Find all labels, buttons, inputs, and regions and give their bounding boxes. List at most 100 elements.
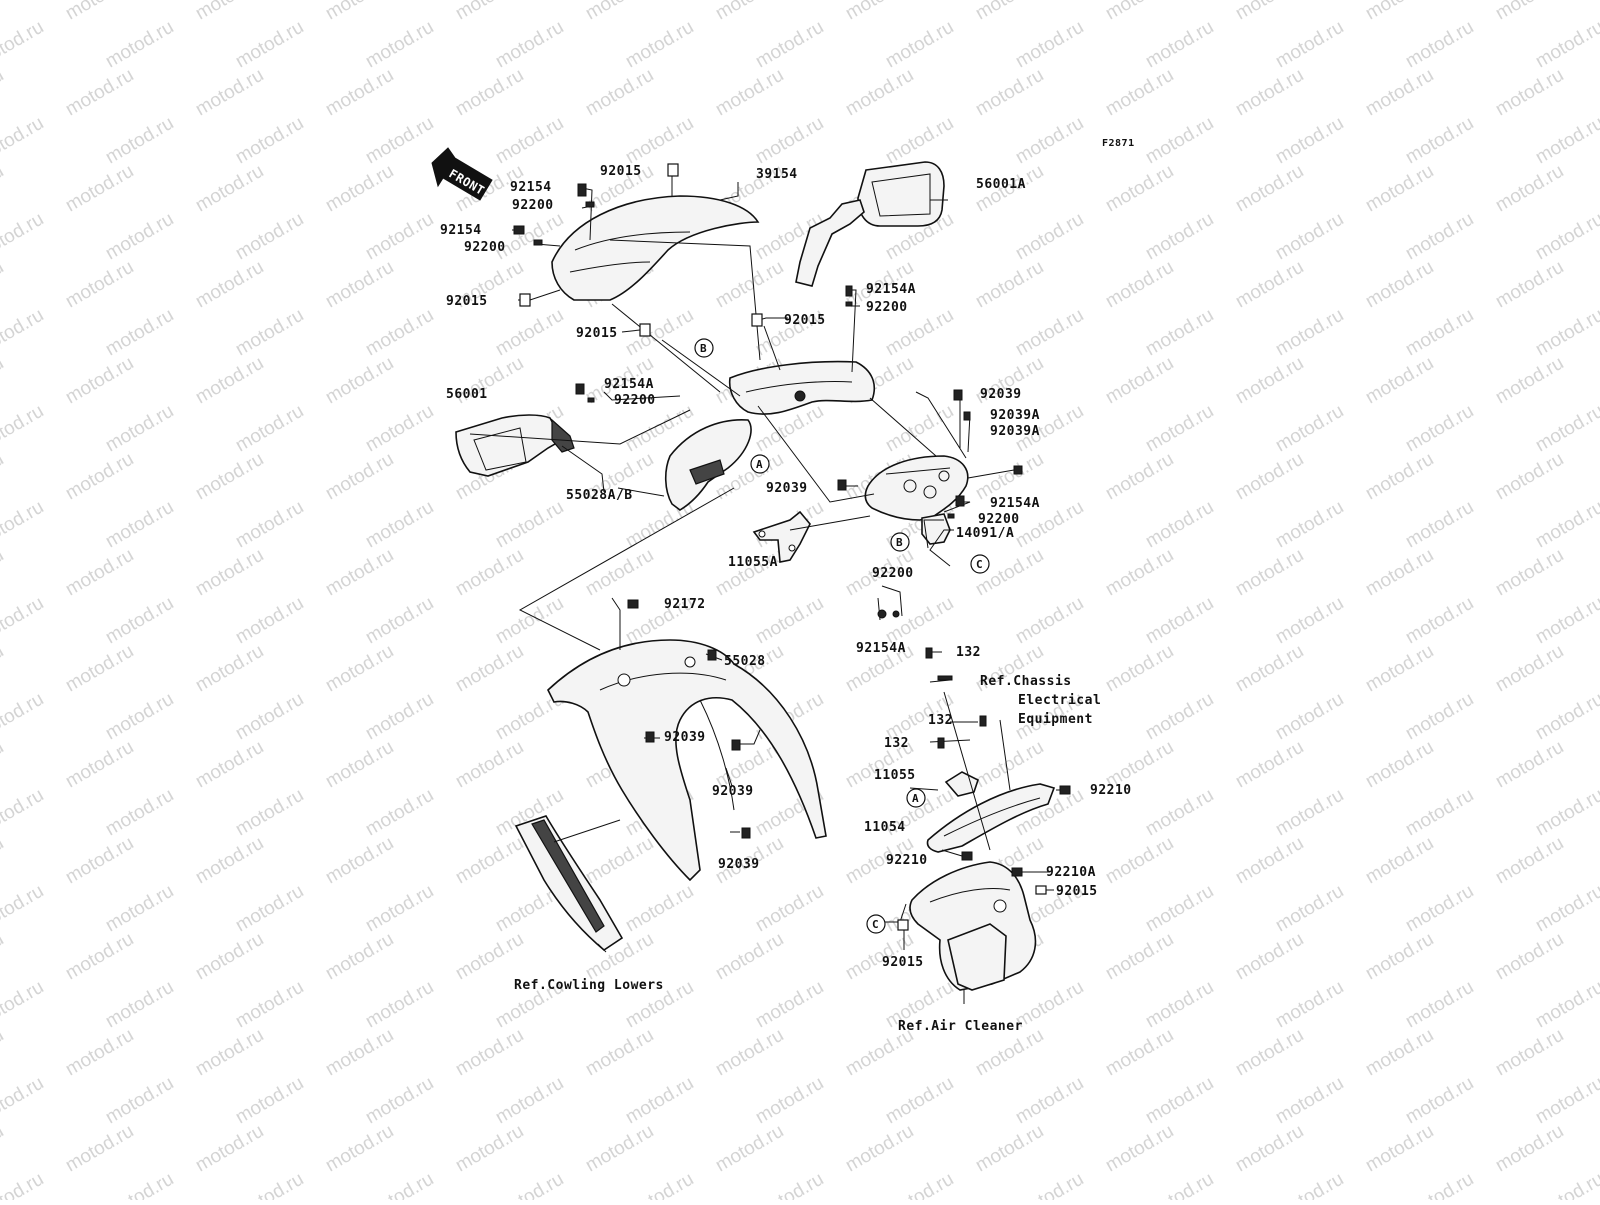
- mirror-left-part: [455, 414, 575, 477]
- bolt-icon: [925, 647, 933, 659]
- circle-ref-a: A: [906, 788, 926, 808]
- watermark-text: motod.ru: [452, 0, 527, 24]
- watermark-text: motod.ru: [1532, 785, 1600, 841]
- callout: 92015: [446, 294, 488, 309]
- watermark-text: motod.ru: [752, 17, 827, 73]
- watermark-text: motod.ru: [322, 1025, 397, 1081]
- watermark-text: motod.ru: [0, 305, 47, 361]
- watermark-text: motod.ru: [0, 113, 47, 169]
- callout: 132: [884, 736, 909, 751]
- watermark-text: motod.ru: [452, 1121, 527, 1177]
- watermark-text: motod.ru: [1532, 689, 1600, 745]
- watermark-text: motod.ru: [1102, 929, 1177, 985]
- watermark-text: motod.ru: [1402, 977, 1477, 1033]
- callout: 92200: [464, 240, 506, 255]
- watermark-text: motod.ru: [1532, 113, 1600, 169]
- watermark-text: motod.ru: [0, 593, 47, 649]
- watermark-text: motod.ru: [712, 0, 787, 24]
- watermark-text: motod.ru: [102, 881, 177, 937]
- watermark-text: motod.ru: [752, 977, 827, 1033]
- watermark-text: motod.ru: [1272, 1073, 1347, 1129]
- watermark-text: motod.ru: [752, 1169, 827, 1200]
- watermark-text: motod.ru: [62, 449, 137, 505]
- watermark-text: motod.ru: [1532, 17, 1600, 73]
- ref-chassis-line3: Equipment: [1018, 712, 1093, 727]
- watermark-text: motod.ru: [1532, 497, 1600, 553]
- watermark-text: motod.ru: [882, 17, 957, 73]
- watermark-text: motod.ru: [1532, 593, 1600, 649]
- watermark-text: motod.ru: [1362, 161, 1437, 217]
- reference-notes: Ref.Chassis Electrical Equipment Ref.Cow…: [514, 674, 1101, 1034]
- watermark-text: motod.ru: [882, 1073, 957, 1129]
- watermark-text: motod.ru: [0, 401, 47, 457]
- circle-ref-c: C: [866, 914, 886, 934]
- watermark-text: motod.ru: [1362, 641, 1437, 697]
- watermark-text: motod.ru: [192, 545, 267, 601]
- watermark-text: motod.ru: [102, 1169, 177, 1200]
- watermark-text: motod.ru: [62, 257, 137, 313]
- watermark-text: motod.ru: [0, 161, 7, 217]
- watermark-text: motod.ru: [192, 257, 267, 313]
- watermark-text: motod.ru: [582, 1025, 657, 1081]
- watermark-text: motod.ru: [882, 113, 957, 169]
- watermark-text: motod.ru: [0, 257, 7, 313]
- watermark-text: motod.ru: [1402, 401, 1477, 457]
- washer-icon: [845, 301, 853, 307]
- label-11055: 11055: [874, 768, 916, 783]
- watermark-text: motod.ru: [1102, 449, 1177, 505]
- nut-icon: [1011, 867, 1023, 877]
- callout: 92015: [600, 164, 642, 179]
- watermark-text: motod.ru: [1272, 785, 1347, 841]
- watermark-text: motod.ru: [322, 161, 397, 217]
- watermark-text: motod.ru: [1232, 0, 1307, 24]
- watermark-text: motod.ru: [452, 65, 527, 121]
- grommet-icon: [897, 919, 909, 931]
- watermark-text: motod.ru: [1102, 65, 1177, 121]
- callout: 92154A: [604, 377, 654, 392]
- bracket-11055-part: [944, 771, 979, 797]
- watermark-text: motod.ru: [712, 545, 787, 601]
- watermark-text: motod.ru: [492, 113, 567, 169]
- watermark-text: motod.ru: [1272, 593, 1347, 649]
- watermark-text: motod.ru: [492, 17, 567, 73]
- watermark-text: motod.ru: [322, 65, 397, 121]
- watermark-text: motod.ru: [1362, 1025, 1437, 1081]
- grommet-icon: [751, 313, 763, 327]
- watermark-text: motod.ru: [1492, 1121, 1567, 1177]
- watermark-text: motod.ru: [1142, 689, 1217, 745]
- watermark-text: motod.ru: [1402, 881, 1477, 937]
- circle-ref-b: B: [890, 532, 910, 552]
- watermark-text: motod.ru: [1362, 737, 1437, 793]
- watermark-text: motod.ru: [362, 689, 437, 745]
- watermark-text: motod.ru: [1232, 833, 1307, 889]
- watermark-text: motod.ru: [1492, 0, 1567, 24]
- watermark-text: motod.ru: [1492, 641, 1567, 697]
- rivet-icon: [707, 649, 717, 661]
- washer-icon: [892, 610, 900, 618]
- callout-labels: 92015 92154 92200 92154 92200 92015 9201…: [440, 164, 1131, 970]
- ref-air-cleaner: Ref.Air Cleaner: [898, 1019, 1023, 1034]
- watermark-text: motod.ru: [192, 641, 267, 697]
- watermark-text: motod.ru: [622, 1073, 697, 1129]
- watermark-text: motod.ru: [1102, 545, 1177, 601]
- watermark-text: motod.ru: [1362, 0, 1437, 24]
- callout: 92154: [440, 223, 482, 238]
- watermark-text: motod.ru: [1102, 0, 1177, 24]
- label-56001A: 56001A: [976, 177, 1026, 192]
- watermark-text: motod.ru: [102, 305, 177, 361]
- watermark-text: motod.ru: [842, 65, 917, 121]
- watermark-text: motod.ru: [1142, 17, 1217, 73]
- watermark-text: motod.ru: [622, 1169, 697, 1200]
- callout: 92039A: [990, 408, 1040, 423]
- watermark-text: motod.ru: [1492, 449, 1567, 505]
- watermark-text: motod.ru: [232, 1073, 307, 1129]
- circle-ref-b: B: [694, 338, 714, 358]
- bolt-icon: [577, 183, 587, 197]
- watermark-text: motod.ru: [1012, 593, 1087, 649]
- watermark-text: motod.ru: [0, 209, 47, 265]
- watermark-text: motod.ru: [1492, 257, 1567, 313]
- callout: 92015: [576, 326, 618, 341]
- watermark-text: motod.ru: [452, 641, 527, 697]
- watermark-text: motod.ru: [1142, 881, 1217, 937]
- watermark-text: motod.ru: [1012, 17, 1087, 73]
